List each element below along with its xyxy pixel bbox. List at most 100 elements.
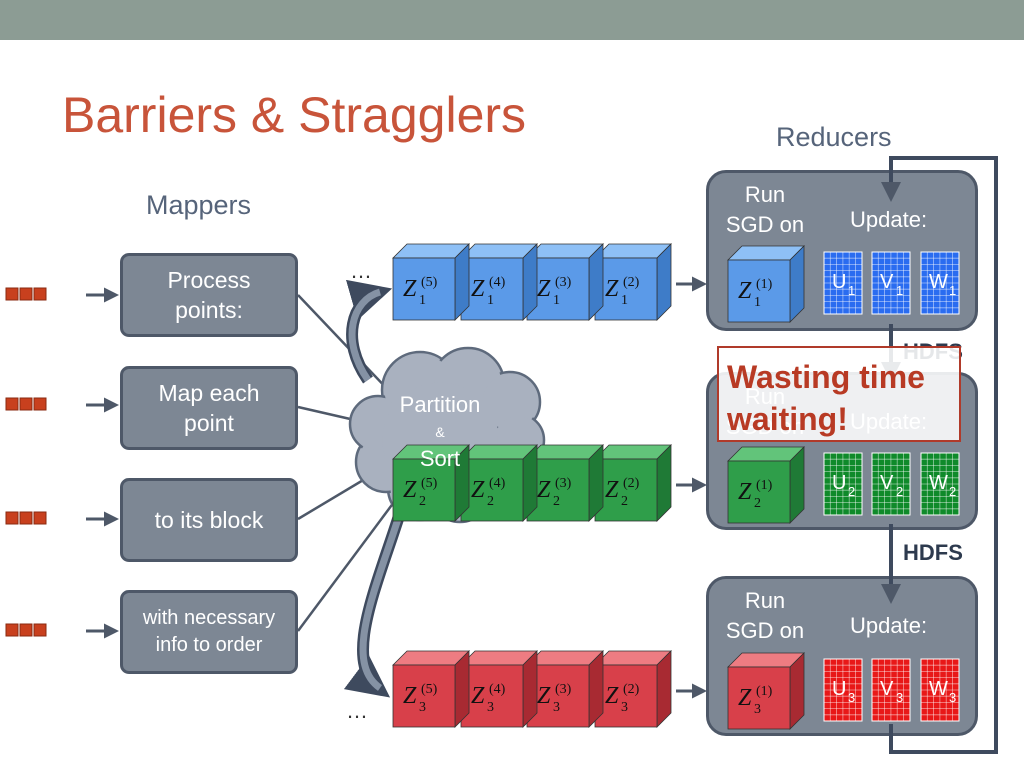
mapper-box-4: with necessary info to order — [120, 590, 298, 674]
mapper-to-partition-arrow — [296, 491, 402, 632]
cube-front — [727, 666, 791, 730]
update-var-label: V — [880, 678, 894, 700]
update-var-index: 2 — [848, 484, 855, 499]
block-row-index: 3 — [487, 700, 494, 715]
mapper-text: to its block — [154, 507, 264, 533]
update-var-index: 1 — [896, 283, 903, 298]
cube-side — [789, 446, 805, 524]
cube-front — [460, 458, 524, 522]
mapper-text: points: — [175, 297, 243, 323]
cube-side — [522, 243, 538, 321]
block-row-index: 2 — [419, 494, 426, 509]
reducer-update-label: Update: — [850, 613, 928, 638]
mapper-text: with necessary — [142, 607, 276, 629]
block-col-index: (2) — [623, 275, 640, 290]
partition-sort-label: Partition & Sort — [399, 392, 481, 471]
data-cell — [5, 623, 19, 637]
data-cell — [19, 397, 33, 411]
block-col-index: (3) — [555, 682, 572, 697]
block-row-index: 2 — [553, 494, 560, 509]
block-col-index: (4) — [489, 476, 506, 491]
partition-to-row3-arrow-inner — [359, 498, 408, 691]
block-label: Z — [403, 683, 417, 709]
update-var-label: W — [929, 472, 948, 494]
cube-side — [656, 243, 672, 321]
block-col-index: (5) — [421, 682, 438, 697]
block-label: Z — [471, 683, 485, 709]
block-col-index: (5) — [421, 476, 438, 491]
cube-front — [460, 664, 524, 728]
data-cell — [33, 397, 47, 411]
input-data-stub — [5, 287, 47, 301]
block-col-index: (1) — [756, 478, 773, 493]
update-var-index: 1 — [949, 283, 956, 298]
reducers-label: Reducers — [776, 122, 892, 152]
block-label: Z — [537, 477, 551, 503]
update-var-label: W — [929, 271, 948, 293]
mapper-to-partition-arrow — [297, 294, 394, 396]
block-col-index: (4) — [489, 682, 506, 697]
block-row-index: 1 — [621, 293, 628, 308]
update-var-index: 2 — [896, 484, 903, 499]
block-row-index: 3 — [553, 700, 560, 715]
ellipsis: … — [350, 258, 372, 283]
mapper-box-3: to its block — [120, 478, 298, 562]
block-col-index: (2) — [623, 476, 640, 491]
block-row-index: 3 — [754, 702, 761, 717]
block-label: Z — [537, 683, 551, 709]
cube-front — [392, 664, 456, 728]
slide-title: Barriers & Stragglers — [62, 87, 527, 143]
block-label: Z — [738, 278, 752, 304]
cube-side — [454, 243, 470, 321]
cube-side — [588, 243, 604, 321]
cube-side — [789, 652, 805, 730]
cube-side — [656, 444, 672, 522]
cloud-fill — [482, 374, 538, 430]
warning-callout: Wasting time waiting! — [717, 346, 961, 442]
mapper-text: info to order — [155, 634, 263, 656]
input-data-stub — [5, 511, 47, 525]
data-cell — [5, 511, 19, 525]
block-label: Z — [738, 685, 752, 711]
block-label: Z — [471, 477, 485, 503]
cube-side — [522, 650, 538, 728]
ellipsis: … — [346, 698, 368, 723]
block-label: Z — [738, 479, 752, 505]
loop-back-arrow — [881, 156, 998, 754]
cube-front — [392, 257, 456, 321]
block-label: Z — [605, 276, 619, 302]
cube-front — [727, 259, 791, 323]
data-cell — [5, 397, 19, 411]
cube-front — [727, 460, 791, 524]
update-var-label: V — [880, 472, 894, 494]
block-label: Z — [403, 276, 417, 302]
partition-to-row1-arrow-inner — [348, 288, 382, 383]
cube-front — [594, 257, 658, 321]
block-label: Z — [537, 276, 551, 302]
top-bar — [0, 0, 1024, 40]
block-col-index: (4) — [489, 275, 506, 290]
block-row-index: 1 — [419, 293, 426, 308]
update-var-label: V — [880, 271, 894, 293]
update-var-index: 3 — [896, 690, 903, 705]
data-cell — [19, 511, 33, 525]
block-row-index: 1 — [754, 295, 761, 310]
input-data-stub — [5, 397, 47, 411]
cube-side — [522, 444, 538, 522]
block-row-index: 1 — [487, 293, 494, 308]
cube-front — [460, 257, 524, 321]
block-label: Z — [605, 477, 619, 503]
